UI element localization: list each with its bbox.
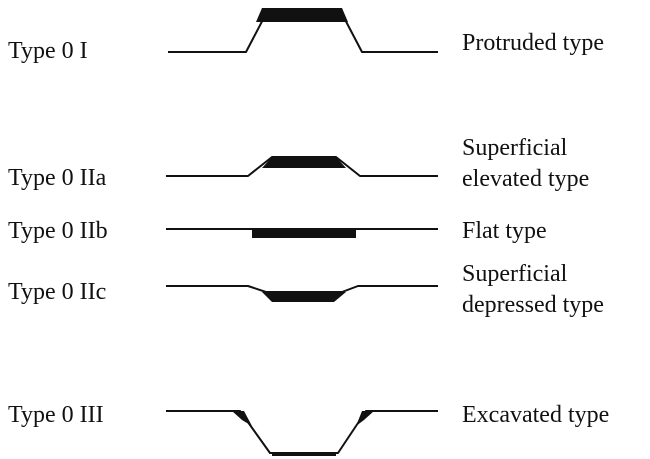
lesion-mass-type-0-i bbox=[256, 8, 348, 22]
profile-type-0-iii bbox=[166, 410, 438, 456]
label-type-0-iia: Type 0 IIa bbox=[8, 165, 107, 191]
profile-type-0-i bbox=[168, 8, 438, 53]
profile-type-0-iia bbox=[166, 156, 438, 177]
lesion-rim-right-type-0-iii bbox=[356, 411, 374, 426]
profile-line-type-0-i bbox=[168, 9, 438, 53]
lesion-mass-type-0-iia bbox=[262, 157, 346, 168]
profile-line-type-0-iia bbox=[166, 156, 438, 177]
label-type-0-iic: Type 0 IIc bbox=[8, 279, 107, 305]
desc-protruded-type: Protruded type bbox=[462, 30, 604, 56]
desc-excavated-type: Excavated type bbox=[462, 402, 610, 428]
profile-type-0-iib bbox=[166, 228, 438, 238]
desc-superficial-depressed-line2: depressed type bbox=[462, 292, 604, 318]
desc-flat-type: Flat type bbox=[462, 218, 547, 244]
desc-superficial-elevated-line2: elevated type bbox=[462, 166, 590, 192]
profile-line-type-0-iic bbox=[166, 285, 438, 293]
desc-superficial-depressed-line1: Superficial bbox=[462, 261, 568, 287]
desc-superficial-elevated-line1: Superficial bbox=[462, 135, 568, 161]
label-type-0-i: Type 0 I bbox=[8, 38, 88, 64]
label-type-0-iib: Type 0 IIb bbox=[8, 218, 108, 244]
label-type-0-iii: Type 0 III bbox=[8, 402, 104, 428]
lesion-mass-type-0-iic bbox=[262, 292, 346, 302]
profile-type-0-iic bbox=[166, 285, 438, 302]
profile-line-type-0-iii bbox=[166, 410, 438, 454]
lesion-mass-type-0-iib bbox=[252, 228, 356, 238]
